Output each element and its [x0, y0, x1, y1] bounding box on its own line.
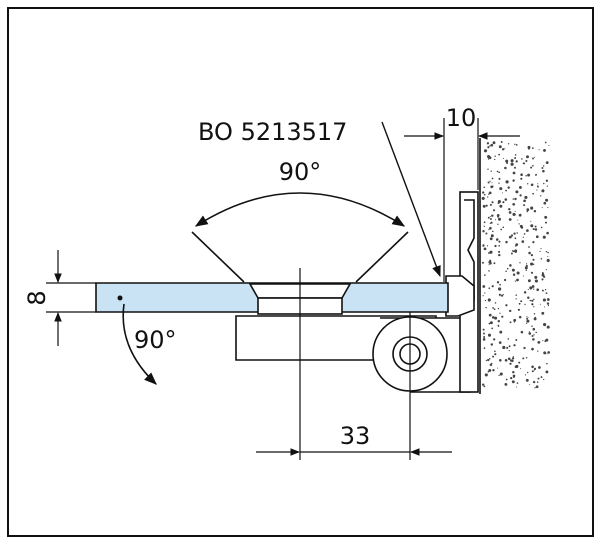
angle-arc-top	[191, 192, 409, 283]
center-lines	[299, 268, 411, 460]
drawing-frame	[7, 7, 594, 537]
swing-arrow	[122, 303, 157, 385]
dimension-thickness-label: 8	[23, 290, 51, 305]
part-number-leader	[381, 121, 441, 278]
dimension-pivot-distance-label: 33	[340, 422, 371, 450]
hinge-body	[235, 315, 471, 393]
dimension-wall-offset	[404, 118, 520, 282]
angle-top-label: 90°	[279, 158, 322, 186]
angle-swing-label: 90°	[134, 326, 177, 354]
wall	[479, 138, 552, 394]
part-number-label: BO 5213517	[198, 118, 347, 146]
wall-texture	[481, 141, 551, 389]
dimension-wall-offset-label: 10	[446, 104, 477, 132]
wall-bracket	[445, 191, 479, 393]
dimension-thickness	[46, 250, 96, 346]
